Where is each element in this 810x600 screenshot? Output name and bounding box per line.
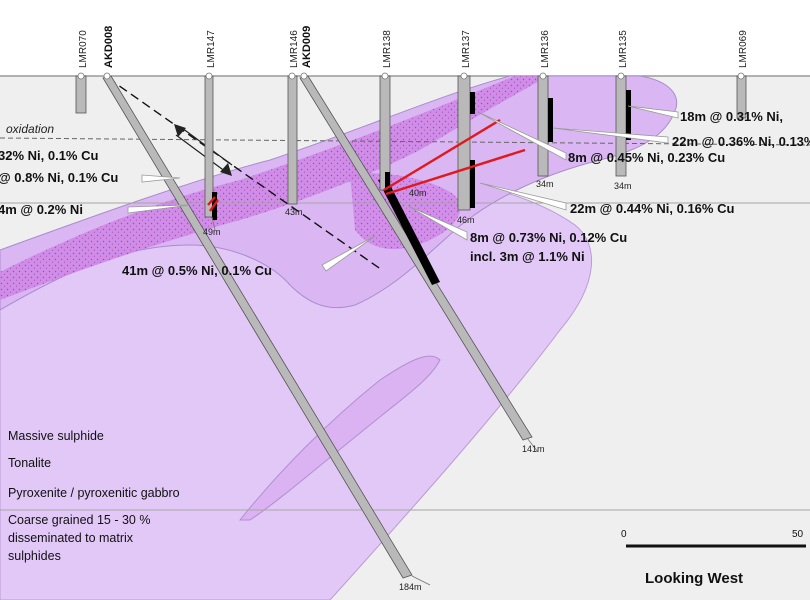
drill-hole-lmr070 (75, 75, 87, 114)
depth-label: 184m (399, 582, 422, 592)
intercept-label: 22m @ 0.44% Ni, 0.16% Cu (570, 201, 734, 216)
intercept-label: incl. 3m @ 1.1% Ni (470, 249, 585, 264)
intercept-label: 4m @ 0.2% Ni (0, 202, 83, 217)
hole-label-akd008: AKD008 (103, 26, 115, 68)
pyroxenite-stringer-lower (238, 355, 441, 521)
intercept-label: 41m @ 0.5% Ni, 0.1% Cu (122, 263, 272, 278)
legend-massive-sulphide: Massive sulphide (8, 429, 104, 443)
intercept-label: 32% Ni, 0.1% Cu (0, 148, 98, 163)
legend-disseminated-line-3: sulphides (8, 549, 61, 563)
sky-area (0, 0, 810, 76)
pyroxenite-layer-main (0, 75, 678, 311)
intercept-label: 22m @ 0.36% Ni, 0.13% (672, 134, 810, 149)
view-direction-label: Looking West (645, 570, 743, 587)
hole-label-lmr138: LMR138 (382, 30, 393, 68)
depth-label: 40m (409, 188, 427, 198)
hole-label-lmr137: LMR137 (461, 30, 472, 68)
callout-leaders (127, 105, 679, 272)
intercept-label: 8m @ 0.73% Ni, 0.12% Cu (470, 230, 627, 245)
intercept-label: 8m @ 0.45% Ni, 0.23% Cu (568, 150, 725, 165)
oxidation-label: oxidation (6, 122, 54, 136)
depth-labels: 49m 43m 40m 46m 34m 34m 141m 184m (203, 179, 632, 592)
depth-label: 49m (203, 227, 221, 237)
legend-tonalite: Tonalite (8, 456, 51, 470)
legend: Massive sulphide Tonalite Pyroxenite / p… (8, 429, 180, 563)
legend-disseminated-line-2: disseminated to matrix (8, 531, 134, 545)
scale-end-label: 50 (792, 529, 804, 540)
intercept-label: 18m @ 0.31% Ni, (680, 109, 783, 124)
oxidation-line (0, 137, 810, 146)
intercept-labels: 18m @ 0.31% Ni, 22m @ 0.36% Ni, 0.13% 8m… (0, 109, 810, 278)
depth-label: 46m (457, 215, 475, 225)
drill-hole-lmr138 (379, 75, 391, 192)
drill-hole-lmr146 (287, 75, 298, 205)
depth-label: 34m (536, 179, 554, 189)
scale-start-label: 0 (621, 529, 627, 540)
depth-label: 141m (522, 444, 545, 454)
hole-label-lmr069: LMR069 (738, 30, 749, 68)
hole-label-lmr147: LMR147 (206, 30, 217, 68)
scale-bar: 0 50 (621, 529, 806, 548)
legend-pyroxenite: Pyroxenite / pyroxenitic gabbro (8, 486, 180, 500)
hole-label-lmr146: LMR146 (289, 30, 300, 68)
disseminated-sulphide-zone-upper (0, 76, 548, 300)
collar-markers (77, 72, 745, 80)
hole-label-lmr070: LMR070 (78, 30, 89, 68)
hole-label-akd009: AKD009 (301, 26, 313, 68)
hole-label-lmr136: LMR136 (540, 30, 551, 68)
legend-disseminated-line-1: Coarse grained 15 - 30 % (8, 513, 150, 527)
intercept-label: @ 0.8% Ni, 0.1% Cu (0, 170, 118, 185)
depth-label: 34m (614, 181, 632, 191)
high-grade-lenses (207, 118, 526, 212)
depth-label: 43m (285, 207, 303, 217)
hole-label-lmr135: LMR135 (618, 30, 629, 68)
